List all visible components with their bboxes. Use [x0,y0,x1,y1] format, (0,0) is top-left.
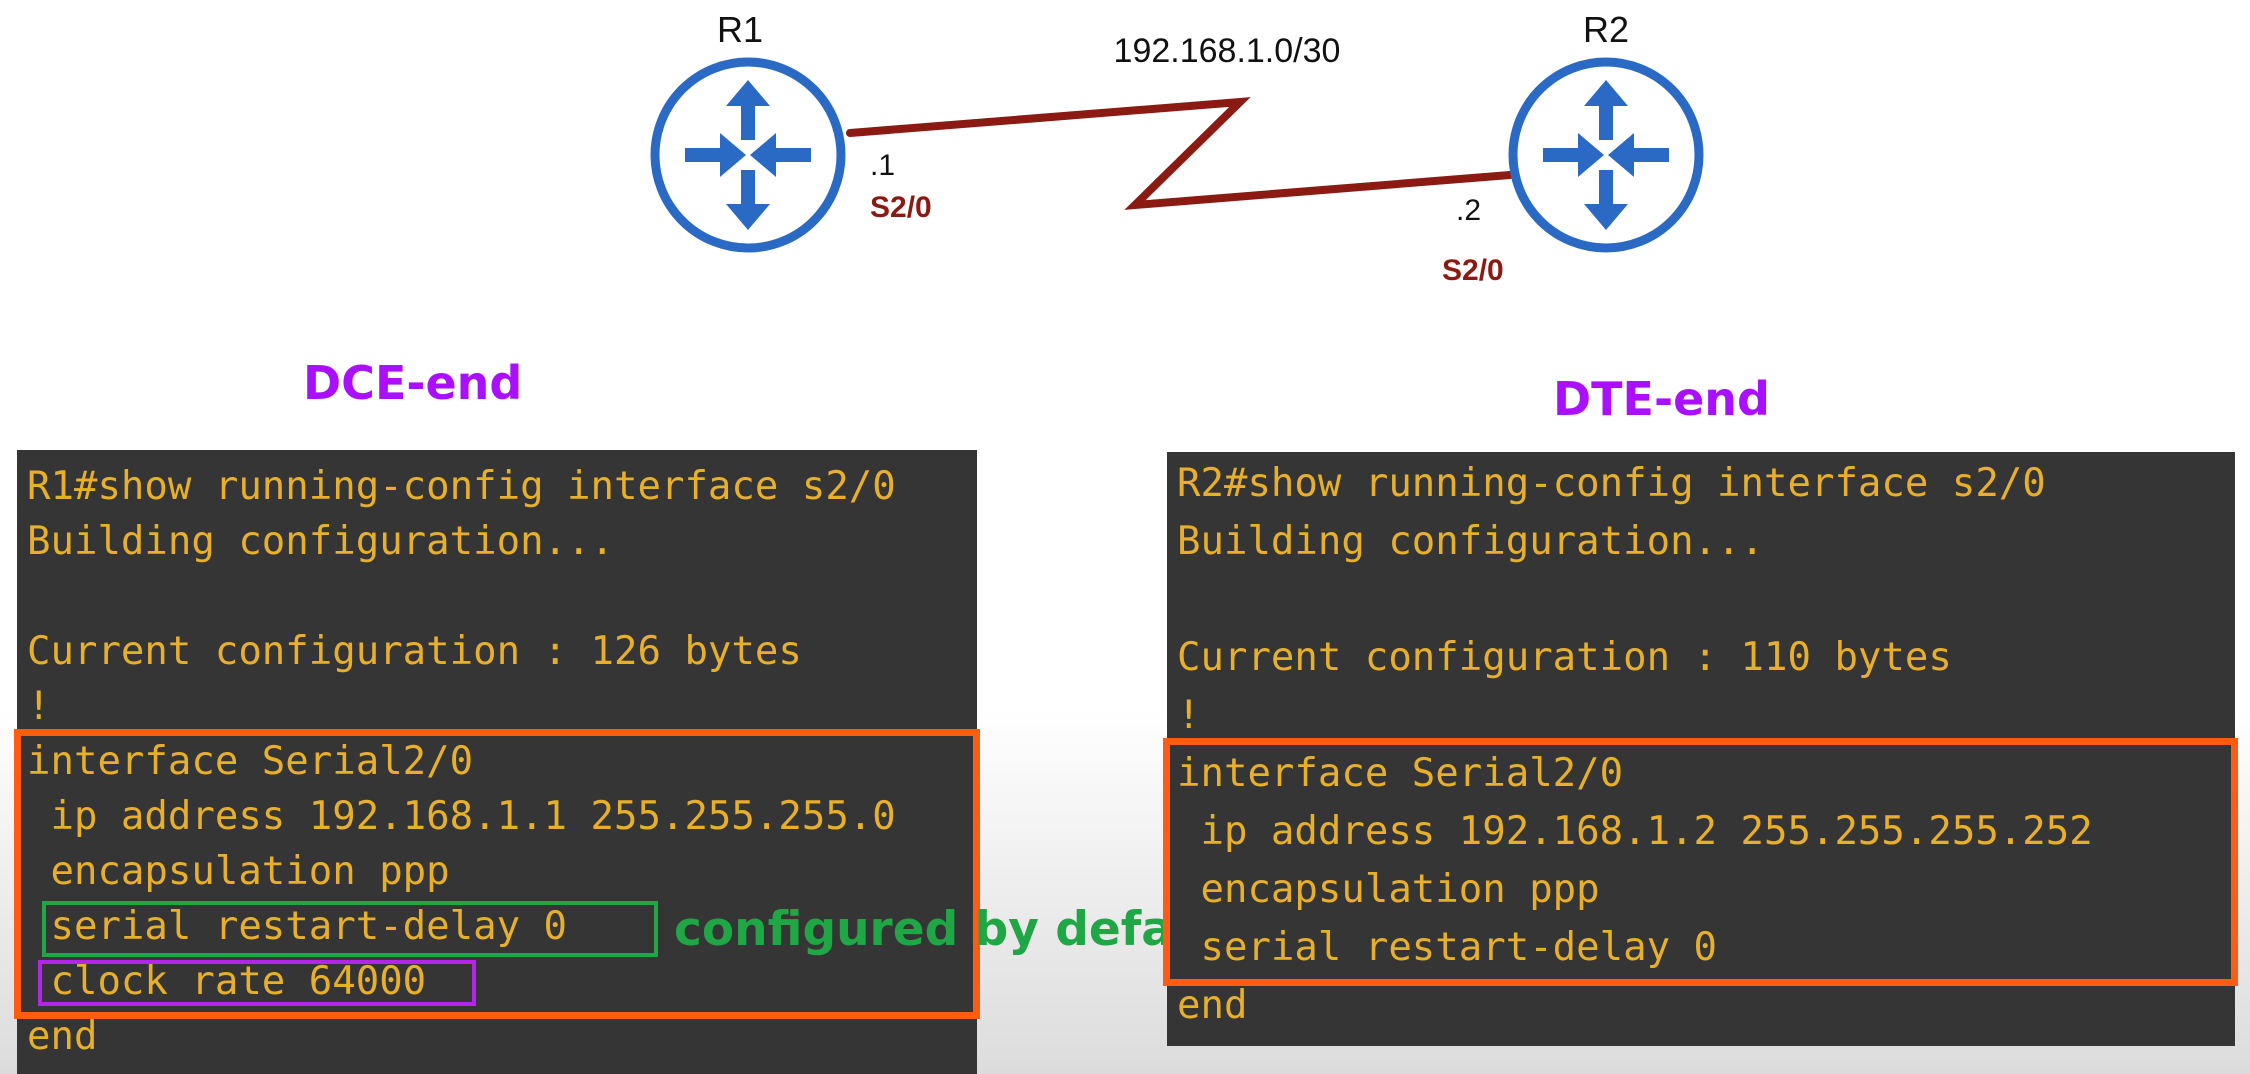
router-r2-name: R2 [1583,9,1629,50]
terminal-line: serial restart-delay 0 [1177,925,1718,970]
terminal-line: Current configuration : 110 bytes [1177,635,1952,680]
r1-interface-label: S2/0 [870,191,932,224]
terminal-line: serial restart-delay 0 [27,904,568,949]
dte-end-label: DTE-end [1553,372,1770,426]
network-topology: R1 R2 192.168.1.0/30 .1 S2/0 .2 S2/0 [650,9,1704,287]
terminal-line: R2#show running-config interface s2/0 [1177,461,2046,506]
configured-by-default-annotation: configured by default [674,902,1245,957]
r1-terminal: R1#show running-config interface s2/0 Bu… [17,450,977,1074]
terminal-line: ! [1177,693,1201,738]
terminal-line: end [1177,983,1248,1028]
interface-config-highlight [14,729,980,1019]
terminal-line: ip address 192.168.1.2 255.255.255.252 [1177,809,2093,854]
terminal-line: Building configuration... [27,519,614,564]
dce-end-label: DCE-end [303,356,523,410]
subnet-label: 192.168.1.0/30 [1114,32,1341,70]
terminal-line: interface Serial2/0 [27,739,474,784]
serial-restart-delay-highlight [42,901,658,957]
router-r1-name: R1 [717,9,763,50]
r1-host-label: .1 [870,149,895,182]
terminal-line: clock rate 64000 [27,959,427,1004]
terminal-line: encapsulation ppp [1177,867,1600,912]
r2-host-label: .2 [1456,194,1481,227]
router-r2-icon [1508,57,1704,253]
terminal-line: Current configuration : 126 bytes [27,629,802,674]
router-r1-icon [650,57,846,253]
clock-rate-highlight [38,960,476,1006]
r2-interface-label: S2/0 [1442,254,1504,287]
interface-config-highlight [1163,738,2238,986]
terminal-line: end [27,1014,98,1059]
terminal-line: ! [27,684,51,729]
r2-terminal: R2#show running-config interface s2/0 Bu… [1167,452,2235,1046]
serial-link [846,97,1514,210]
terminal-line: interface Serial2/0 [1177,751,1624,796]
terminal-line: encapsulation ppp [27,849,450,894]
terminal-line: ip address 192.168.1.1 255.255.255.0 [27,794,896,839]
terminal-line: R1#show running-config interface s2/0 [27,464,896,509]
terminal-line: Building configuration... [1177,519,1764,564]
